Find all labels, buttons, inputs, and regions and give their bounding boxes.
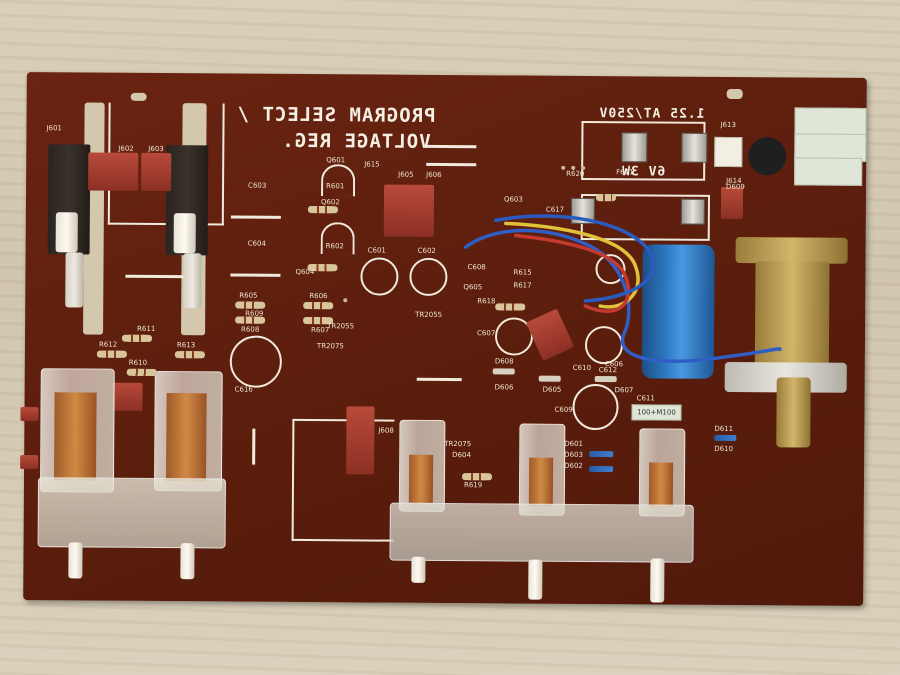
label-d604: D604 (452, 451, 471, 460)
label-r618: R618 (477, 297, 496, 306)
wire-red (513, 233, 631, 313)
label-c609: C609 (554, 405, 573, 414)
label-c603: C603 (248, 181, 267, 190)
label-q602: Q602 (320, 198, 340, 207)
circuit-board: PROGRAM SELECT / VOLTAGE REG. 1.25 AT/25… (20, 72, 867, 606)
label-j601: J601 (46, 124, 62, 133)
label-j613: J613 (720, 120, 736, 130)
label-r602: R602 (325, 242, 344, 251)
label-j603: J603 (148, 144, 164, 154)
label-c611: C611 (636, 394, 655, 403)
label-j608: J608 (378, 426, 394, 435)
label-c616: C616 (234, 385, 253, 394)
label-d602: D602 (564, 461, 583, 470)
label-d606: D606 (494, 383, 514, 392)
label-r606: R606 (309, 292, 328, 301)
label-tr2055a: TR2055 (327, 322, 355, 331)
label-q605: Q605 (463, 283, 483, 292)
wire-blue-2 (494, 214, 655, 303)
label-r608: R608 (241, 325, 260, 334)
label-c617: C617 (545, 205, 565, 214)
label-d609: D609 (726, 182, 745, 192)
label-j606: J606 (426, 170, 442, 179)
label-r612: R612 (98, 340, 118, 349)
label-q603: Q603 (503, 195, 523, 204)
label-d603: D603 (564, 450, 583, 459)
label-j605: J605 (398, 170, 414, 179)
label-r613: R613 (176, 341, 196, 350)
label-q604: Q604 (295, 267, 315, 277)
label-d608: D608 (494, 357, 514, 366)
label-c604: C604 (247, 239, 266, 248)
label-c601: C601 (367, 246, 386, 255)
label-c608: C608 (467, 263, 486, 272)
label-d611: D611 (714, 424, 734, 434)
label-r615: R615 (513, 268, 532, 277)
label-r620: R620 (566, 169, 585, 178)
label-r617: R617 (513, 281, 532, 290)
label-d607: D607 (614, 386, 634, 395)
label-r611: R611 (137, 324, 156, 333)
label-d605: D605 (542, 385, 562, 394)
label-j615: J615 (364, 160, 380, 169)
label-c602: C602 (417, 246, 436, 255)
label-r605: R605 (239, 291, 258, 300)
label-tr2075b: TR2075 (444, 439, 472, 449)
label-r601: R601 (326, 182, 345, 191)
label-c610: C610 (572, 363, 592, 373)
label-f601: F601 (616, 168, 634, 177)
label-q601: Q601 (326, 156, 346, 165)
label-j602: J602 (118, 144, 134, 153)
label-d610: D610 (714, 444, 734, 454)
label-tr2055b: TR2055 (415, 310, 443, 319)
label-r610: R610 (128, 358, 148, 367)
label-r619: R619 (463, 481, 483, 490)
wiring-harness (463, 214, 782, 364)
label-c612: C612 (598, 366, 618, 375)
label-tr2075a: TR2075 (316, 342, 344, 351)
label-d601: D601 (564, 439, 584, 448)
wire-blue (463, 228, 782, 364)
label-c607: C607 (477, 329, 496, 338)
label-r609: R609 (245, 309, 264, 318)
